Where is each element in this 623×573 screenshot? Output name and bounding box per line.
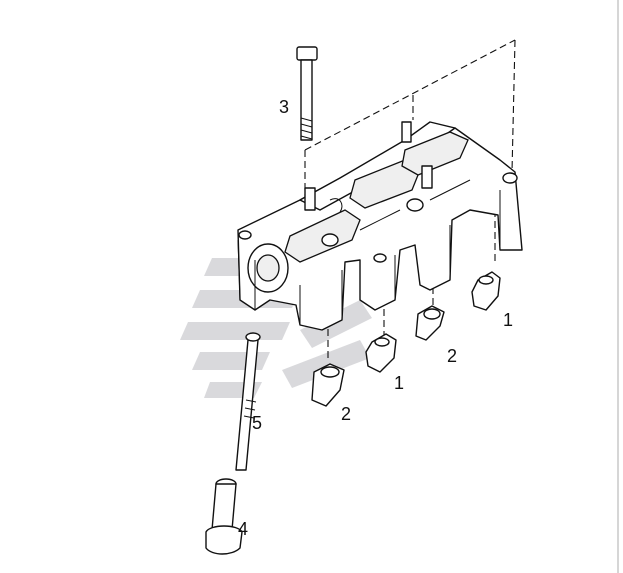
callout-5: 5 [252,413,262,433]
rocker-arm-assembly [237,121,523,331]
valve-bridge-1-right [471,271,501,311]
valve-bridge-2-mid [311,363,345,407]
bolt-part-3 [296,46,318,141]
callout-2-right: 2 [447,346,457,366]
callout-1-right: 1 [503,310,513,330]
callout-labels: 3 1 2 1 2 5 4 [238,97,513,539]
callout-4: 4 [238,519,248,539]
tappet-part-4 [205,478,243,555]
push-rod-part-5 [235,332,261,471]
callout-3: 3 [279,97,289,117]
valve-bridge-2-right [415,305,445,341]
watermark-logo [180,258,372,398]
valve-bridge-1-mid [365,333,397,373]
callout-2-mid: 2 [341,404,351,424]
callout-1-mid: 1 [394,373,404,393]
